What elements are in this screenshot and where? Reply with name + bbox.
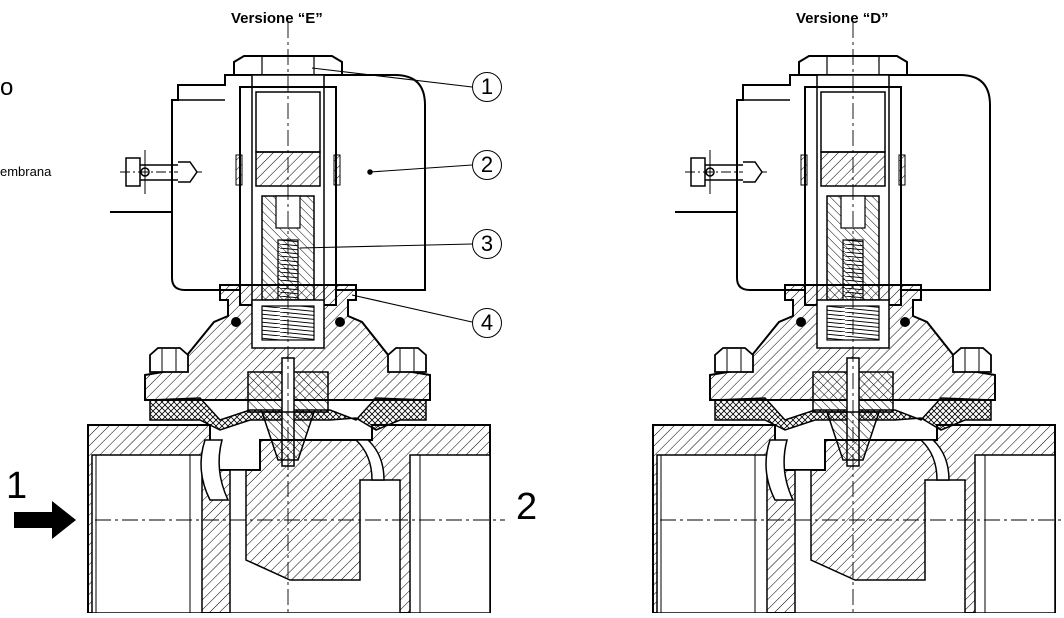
callout-3: 3 bbox=[472, 229, 502, 259]
callout-4: 4 bbox=[472, 308, 502, 338]
title-version-e: Versione “E” bbox=[231, 10, 323, 27]
valve-version-e bbox=[87, 21, 506, 614]
callout-2: 2 bbox=[472, 150, 502, 180]
callout-leaders bbox=[299, 67, 473, 323]
valve-version-d bbox=[652, 21, 1064, 614]
port-outlet-label: 2 bbox=[516, 486, 538, 528]
partial-char: o bbox=[0, 74, 14, 101]
callout-1: 1 bbox=[472, 72, 502, 102]
title-version-d: Versione “D” bbox=[796, 10, 889, 27]
flow-arrow-icon bbox=[14, 501, 76, 539]
membrana-label: embrana bbox=[0, 164, 52, 179]
port-inlet-label: 1 bbox=[6, 465, 28, 507]
